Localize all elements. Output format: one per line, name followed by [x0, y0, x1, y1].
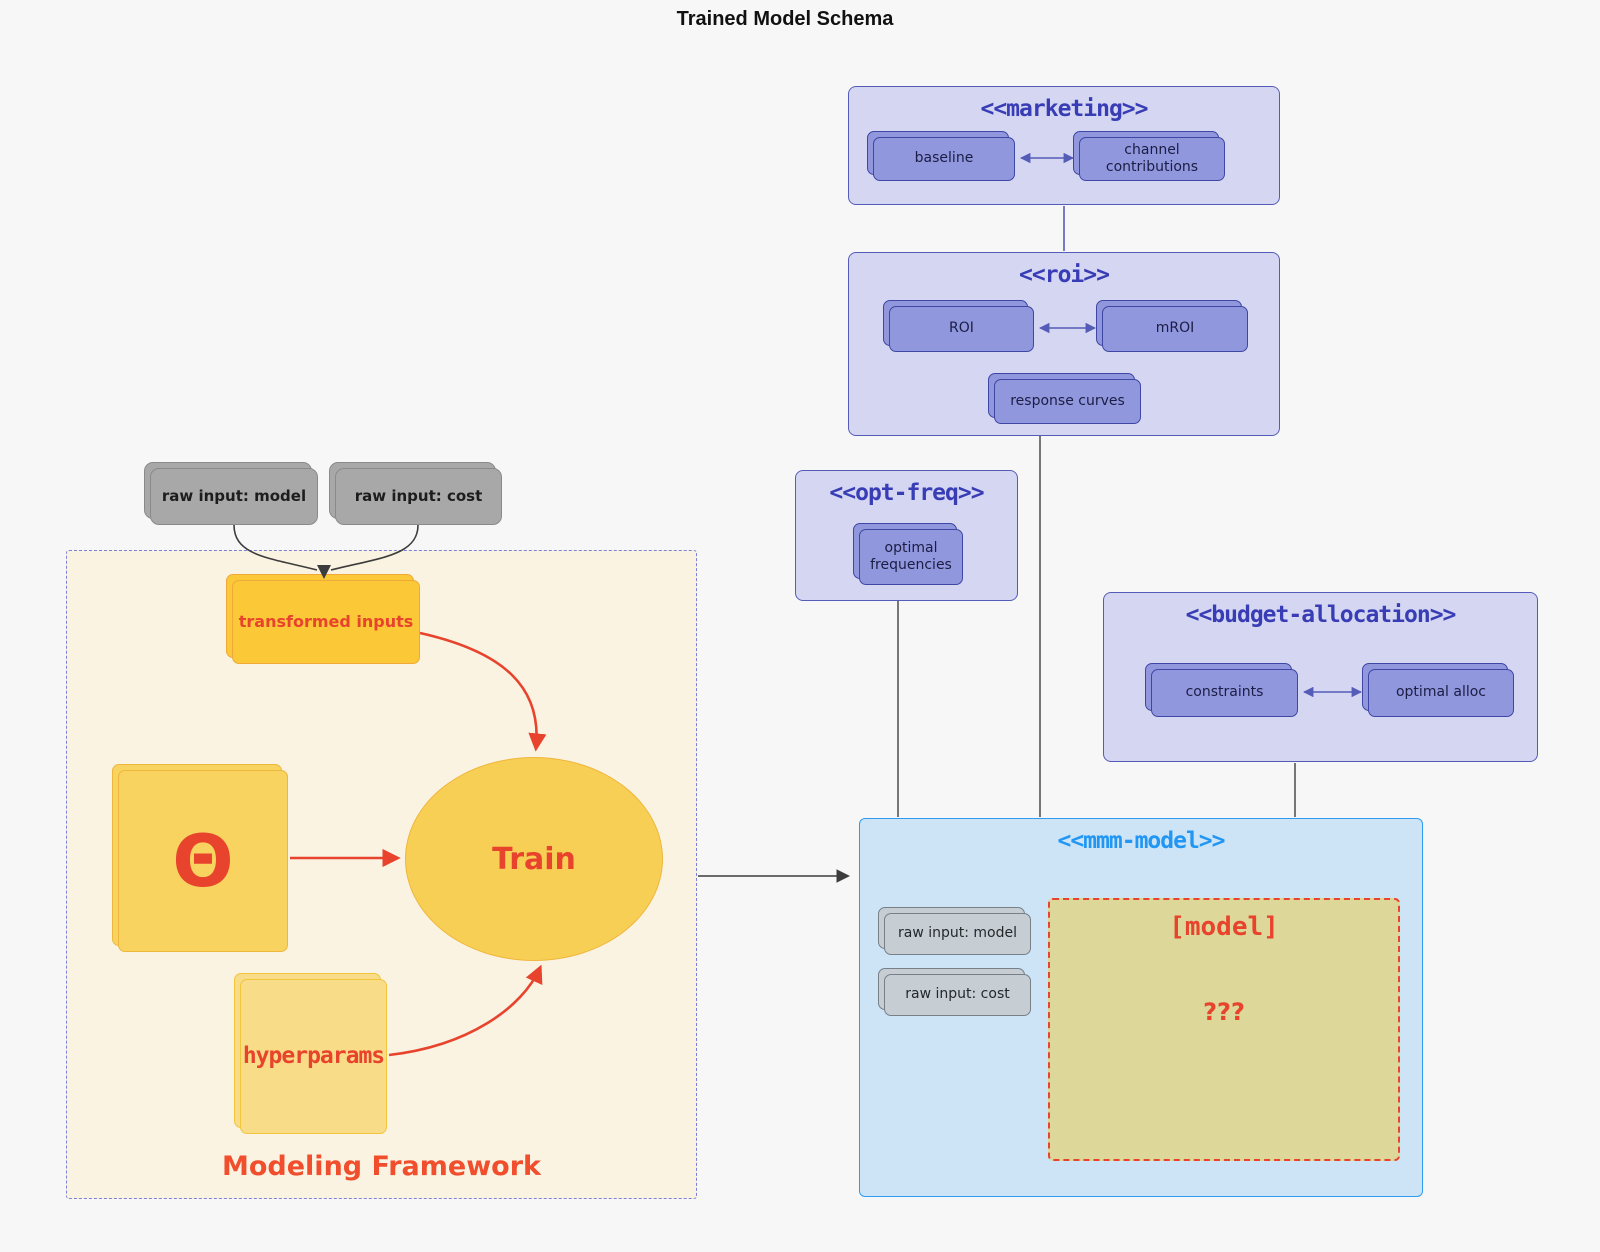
model-placeholder-title: [model] — [1169, 912, 1279, 942]
cluster-title-marketing: <<marketing>> — [980, 96, 1148, 122]
modeling-framework-label: Modeling Framework — [222, 1151, 541, 1182]
node-raw-input-cost-label: raw input: cost — [354, 487, 483, 506]
model-placeholder-unknown: ??? — [1203, 998, 1245, 1026]
node-optimal-alloc: optimal alloc — [1362, 663, 1514, 717]
node-raw-input-cost: raw input: cost — [329, 462, 502, 525]
node-mmm-raw-input-cost-label: raw input: cost — [905, 986, 1010, 1003]
cluster-title-mmm-model: <<mmm-model>> — [1057, 828, 1225, 854]
node-train-label: Train — [492, 841, 576, 877]
node-optimal-frequencies: optimal frequencies — [853, 523, 963, 585]
node-mmm-raw-input-model-label: raw input: model — [897, 925, 1017, 942]
node-raw-input-model: raw input: model — [144, 462, 318, 525]
page-title: Trained Model Schema — [676, 8, 894, 30]
node-mroi-label: mROI — [1155, 320, 1195, 337]
node-channel-contributions-label: channel contributions — [1105, 141, 1199, 176]
cluster-title-roi: <<roi>> — [1019, 262, 1110, 288]
node-transformed-inputs: transformed inputs — [226, 574, 420, 664]
node-theta-label: Θ — [172, 819, 234, 903]
node-optimal-alloc-label: optimal alloc — [1395, 684, 1486, 701]
node-raw-input-model-label: raw input: model — [161, 487, 307, 506]
node-train: Train — [405, 757, 663, 961]
cluster-budget-allocation: <<budget-allocation>> constraints optima… — [1103, 592, 1538, 762]
node-theta: Θ — [112, 764, 288, 952]
node-channel-contributions: channel contributions — [1073, 131, 1225, 181]
cluster-title-opt-freq: <<opt-freq>> — [829, 480, 984, 506]
node-hyperparams: hyperparams — [234, 973, 387, 1134]
node-mmm-raw-input-cost: raw input: cost — [878, 968, 1031, 1016]
node-response-curves: response curves — [988, 373, 1141, 424]
cluster-marketing: <<marketing>> baseline channel contribut… — [848, 86, 1280, 205]
node-baseline-label: baseline — [914, 150, 974, 167]
node-optimal-frequencies-label: optimal frequencies — [870, 539, 952, 574]
node-constraints-label: constraints — [1185, 684, 1264, 701]
node-response-curves-label: response curves — [1010, 392, 1125, 409]
cluster-opt-freq: <<opt-freq>> optimal frequencies — [795, 470, 1018, 601]
node-roi-label: ROI — [949, 320, 974, 337]
node-model-placeholder: [model] ??? — [1048, 898, 1400, 1161]
cluster-title-budget-allocation: <<budget-allocation>> — [1185, 602, 1457, 628]
node-baseline: baseline — [867, 131, 1015, 181]
cluster-roi: <<roi>> ROI mROI response curves — [848, 252, 1280, 436]
node-mroi: mROI — [1096, 300, 1248, 352]
cluster-mmm-model: <<mmm-model>> raw input: model raw input… — [859, 818, 1423, 1197]
node-hyperparams-label: hyperparams — [242, 1043, 385, 1070]
node-roi: ROI — [883, 300, 1034, 352]
node-mmm-raw-input-model: raw input: model — [878, 907, 1031, 955]
node-constraints: constraints — [1145, 663, 1298, 717]
node-transformed-inputs-label: transformed inputs — [238, 612, 414, 631]
